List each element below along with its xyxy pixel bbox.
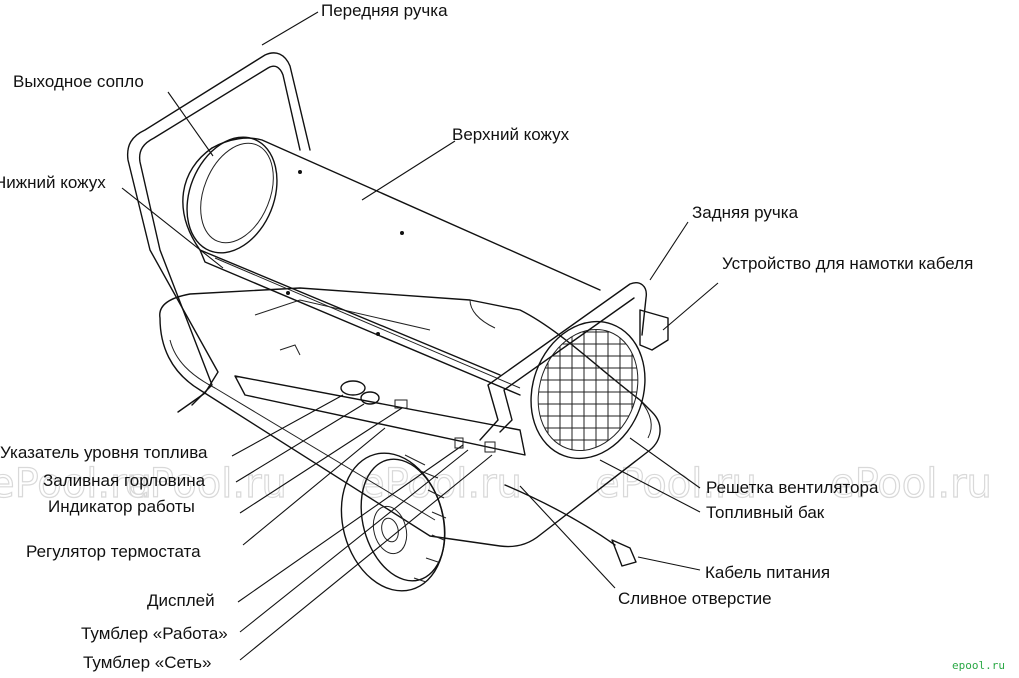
label-cable-winder: Устройство для намотки кабеля	[722, 254, 973, 273]
cylinder-body	[182, 136, 601, 396]
fan-grille	[521, 319, 655, 460]
label-outlet-nozzle: Выходное сопло	[13, 72, 144, 91]
label-display: Дисплей	[147, 591, 215, 610]
leader-lines	[121, 11, 719, 661]
callout-labels: Передняя ручка Выходное сопло Верхний ко…	[0, 1, 973, 672]
front-handle	[126, 52, 311, 413]
control-panel	[234, 375, 526, 456]
logo: epool.ru	[952, 659, 1005, 672]
label-fan-grille: Решетка вентилятора	[706, 478, 879, 497]
watermark-text: ePool.ru	[830, 461, 992, 507]
label-filler-neck: Заливная горловина	[43, 471, 206, 490]
power-cable	[504, 484, 616, 546]
label-drain-hole: Сливное отверстие	[618, 589, 772, 608]
label-power-indicator: Индикатор работы	[48, 497, 195, 516]
heater-illustration	[126, 52, 669, 592]
label-rear-handle: Задняя ручка	[692, 203, 799, 222]
label-front-handle: Передняя ручка	[321, 1, 448, 20]
label-power-cable: Кабель питания	[705, 563, 830, 582]
fuel-tank-outline	[159, 287, 661, 548]
watermark-text: ePool.ru	[360, 461, 522, 507]
watermark-text: ePool.ru	[0, 461, 152, 507]
label-mains-switch: Тумблер «Сеть»	[83, 653, 211, 672]
label-fuel-gauge: Указатель уровня топлива	[0, 443, 208, 462]
label-top-cover: Верхний кожух	[452, 125, 570, 144]
label-thermostat: Регулятор термостата	[26, 542, 201, 561]
cable-winder	[639, 309, 669, 351]
watermark-layer: ePool.ru ePool.ru ePool.ru ePool.ru ePoo…	[0, 460, 992, 507]
rear-handle	[479, 282, 647, 441]
label-fuel-tank: Топливный бак	[706, 503, 825, 522]
wheel	[340, 452, 447, 592]
label-bottom-cover: Нижний кожух	[0, 173, 106, 192]
label-run-switch: Тумблер «Работа»	[81, 624, 228, 643]
